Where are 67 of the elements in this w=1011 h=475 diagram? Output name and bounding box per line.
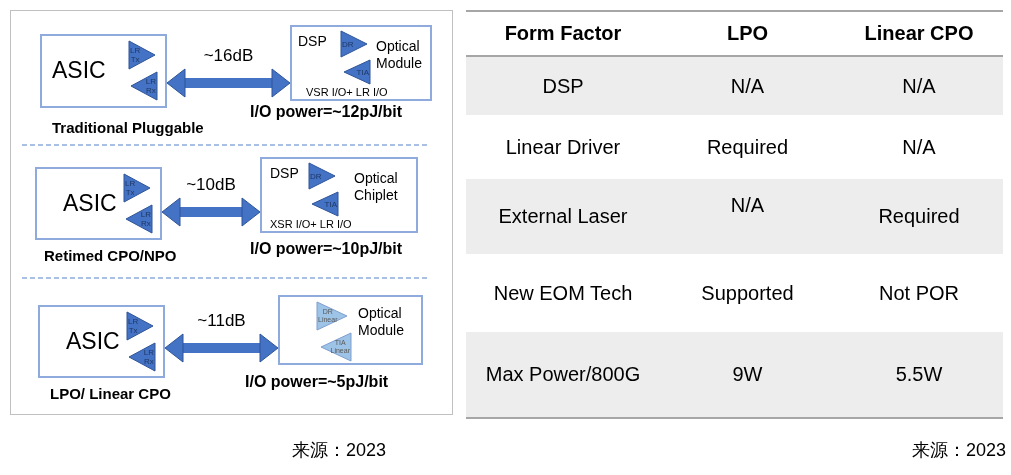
amplifier-triangle [311,191,339,217]
amplifier-triangle [123,173,151,203]
power-annotation: I/O power=~12pJ/bit [250,103,403,121]
module-block [278,295,423,365]
table-cell: N/A [835,115,1003,179]
row-header: External Laser [466,179,660,254]
table-cell: Required [660,115,835,179]
amplifier-triangle [128,40,156,70]
source-note: 来源：2023 [911,439,1006,462]
amplifier-triangle [340,30,368,58]
row-header: Linear Driver [466,115,660,179]
chip-label: ASIC [66,327,120,355]
triangle-label: TIA [324,199,337,209]
row-header: Max Power/800G [466,332,660,418]
amplifier-triangle [130,71,158,101]
amplifier-triangle [125,204,153,234]
triangle-label: LR Rx [140,210,151,228]
module-label: Optical Module [358,305,405,339]
chip-label: ASIC [63,189,117,217]
amplifier-triangle [320,332,352,362]
table-cell: N/A [660,56,835,115]
interface-label: XSR I/O+ LR I/O [270,218,352,231]
column-header: LPO [660,11,835,56]
chip-block [35,167,162,240]
column-header: Linear CPO [835,11,1003,56]
row-header: New EOM Tech [466,254,660,332]
scenario-caption: Retimed CPO/NPO [44,247,177,264]
module-label: Optical Module [376,38,423,72]
power-annotation: I/O power=~5pJ/bit [245,373,389,391]
table-cell: Supported [660,254,835,332]
amplifier-triangle [308,162,336,190]
table-cell: 9W [660,332,835,418]
module-label: Optical Chiplet [354,170,399,204]
row-header: DSP [466,56,660,115]
chip-label: ASIC [52,56,106,84]
scenario-caption: Traditional Pluggable [52,119,204,136]
triangle-label: LR Tx [130,46,141,64]
power-annotation: I/O power=~10pJ/bit [250,240,403,258]
dsp-label: DSP [298,33,327,50]
table-cell: Required [835,179,1003,254]
double-arrow [166,68,291,98]
amplifier-triangle [126,311,154,341]
triangle-label: LR Tx [128,317,139,335]
triangle-label: LR Rx [145,77,156,95]
table-cell: 5.5W [835,332,1003,418]
triangle-label: DR [342,39,354,49]
source-note: 来源：2023 [292,439,387,462]
table-cell: Not POR [835,254,1003,332]
double-arrow [161,197,261,227]
triangle-label: DR [310,171,322,181]
chip-block [38,305,165,378]
module-block [290,25,432,101]
dsp-label: DSP [270,165,299,182]
scenario-caption: LPO/ Linear CPO [50,385,171,402]
interface-label: VSR I/O+ LR I/O [306,86,388,99]
chip-block [40,34,167,108]
triangle-label: TIA [356,67,369,77]
amplifier-triangle [128,342,156,372]
column-header: Form Factor [466,11,660,56]
table-cell: N/A [835,56,1003,115]
amplifier-triangle [316,301,348,331]
amplifier-triangle [343,59,371,85]
double-arrow [164,333,279,363]
table-cell: N/A [660,179,835,254]
triangle-label: LR Tx [125,179,136,197]
triangle-label: LR Rx [143,348,154,366]
module-block [260,157,418,233]
